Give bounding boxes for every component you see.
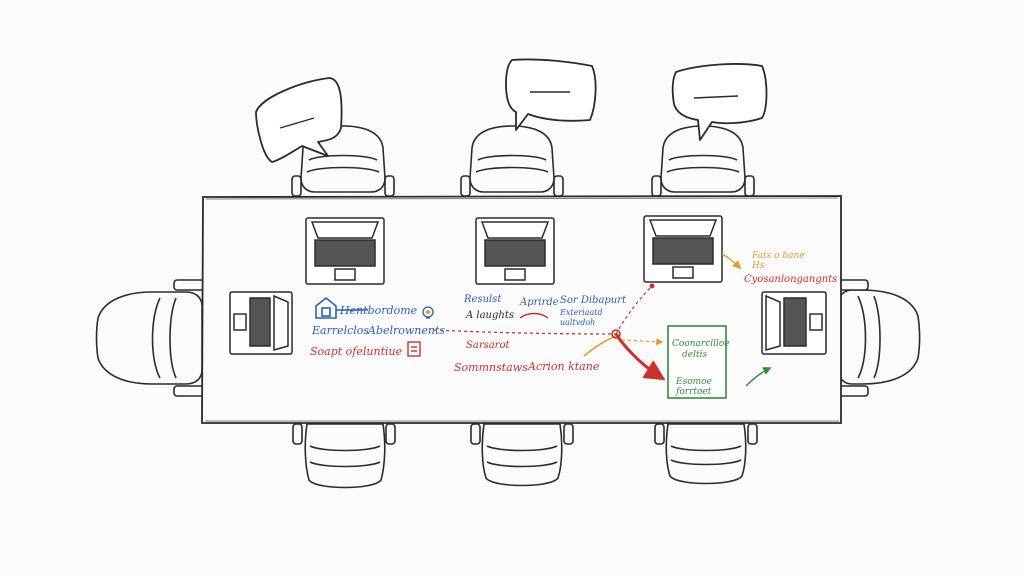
laptop-top-right bbox=[643, 215, 723, 283]
label-orange-1: Fats o bane bbox=[751, 251, 805, 261]
chair-top-right bbox=[651, 125, 755, 197]
label-red-4: Acrion ktane bbox=[527, 360, 600, 373]
laptop-left bbox=[229, 291, 293, 355]
label-blue-1: Hentbordome bbox=[339, 304, 418, 317]
label-blue-5: Aprirde bbox=[519, 297, 559, 308]
chair-top-center bbox=[460, 125, 564, 197]
document-icon bbox=[407, 341, 421, 357]
house-icon bbox=[315, 296, 337, 319]
label-blue-7: Exteriaatd bbox=[559, 308, 603, 317]
label-orange-2: Hs bbox=[751, 261, 765, 271]
label-red-1: Soapt ofeluntiue bbox=[310, 345, 403, 358]
chair-bottom-center bbox=[470, 423, 574, 487]
chair-bottom-left bbox=[292, 423, 396, 489]
connector-node bbox=[611, 329, 621, 339]
laptop-top-left bbox=[305, 217, 385, 285]
label-blue-2: Earrelclos bbox=[311, 324, 369, 337]
handwritten-labels: Hentbordome Earrelclos Abelrownents Resu… bbox=[310, 251, 837, 397]
speech-bubble-right bbox=[671, 63, 768, 141]
chair-bottom-right bbox=[654, 423, 758, 485]
speech-bubble-center bbox=[505, 58, 597, 131]
label-blue-6: Sor Dibapurt bbox=[560, 295, 627, 306]
chair-right bbox=[837, 279, 921, 397]
label-green-4: forrtoet bbox=[675, 387, 712, 397]
label-red-3: Sommnstaws bbox=[454, 361, 528, 374]
laptop-right bbox=[761, 291, 827, 355]
label-green-2: deltis bbox=[682, 350, 707, 360]
label-blue-8: ualtvdoh bbox=[560, 318, 595, 327]
label-blue-3: Abelrownents bbox=[367, 324, 445, 337]
green-note-card bbox=[667, 325, 727, 399]
lightbulb-glow bbox=[426, 310, 430, 314]
laptop-top-center bbox=[475, 217, 555, 285]
speech-bubble-left bbox=[255, 77, 343, 163]
connector-dot bbox=[649, 283, 655, 289]
label-ink-1: A laughts bbox=[465, 310, 514, 321]
label-blue-4: Resulst bbox=[463, 294, 502, 305]
chair-left bbox=[95, 279, 205, 397]
lightbulb-icon bbox=[422, 306, 434, 319]
label-green-3: Esomoe bbox=[675, 377, 712, 387]
label-red-5: Cyosanlongangnts bbox=[744, 274, 837, 285]
label-green-1: Coonarcilloe bbox=[672, 339, 730, 349]
label-red-2: Sarsarot bbox=[466, 340, 510, 351]
